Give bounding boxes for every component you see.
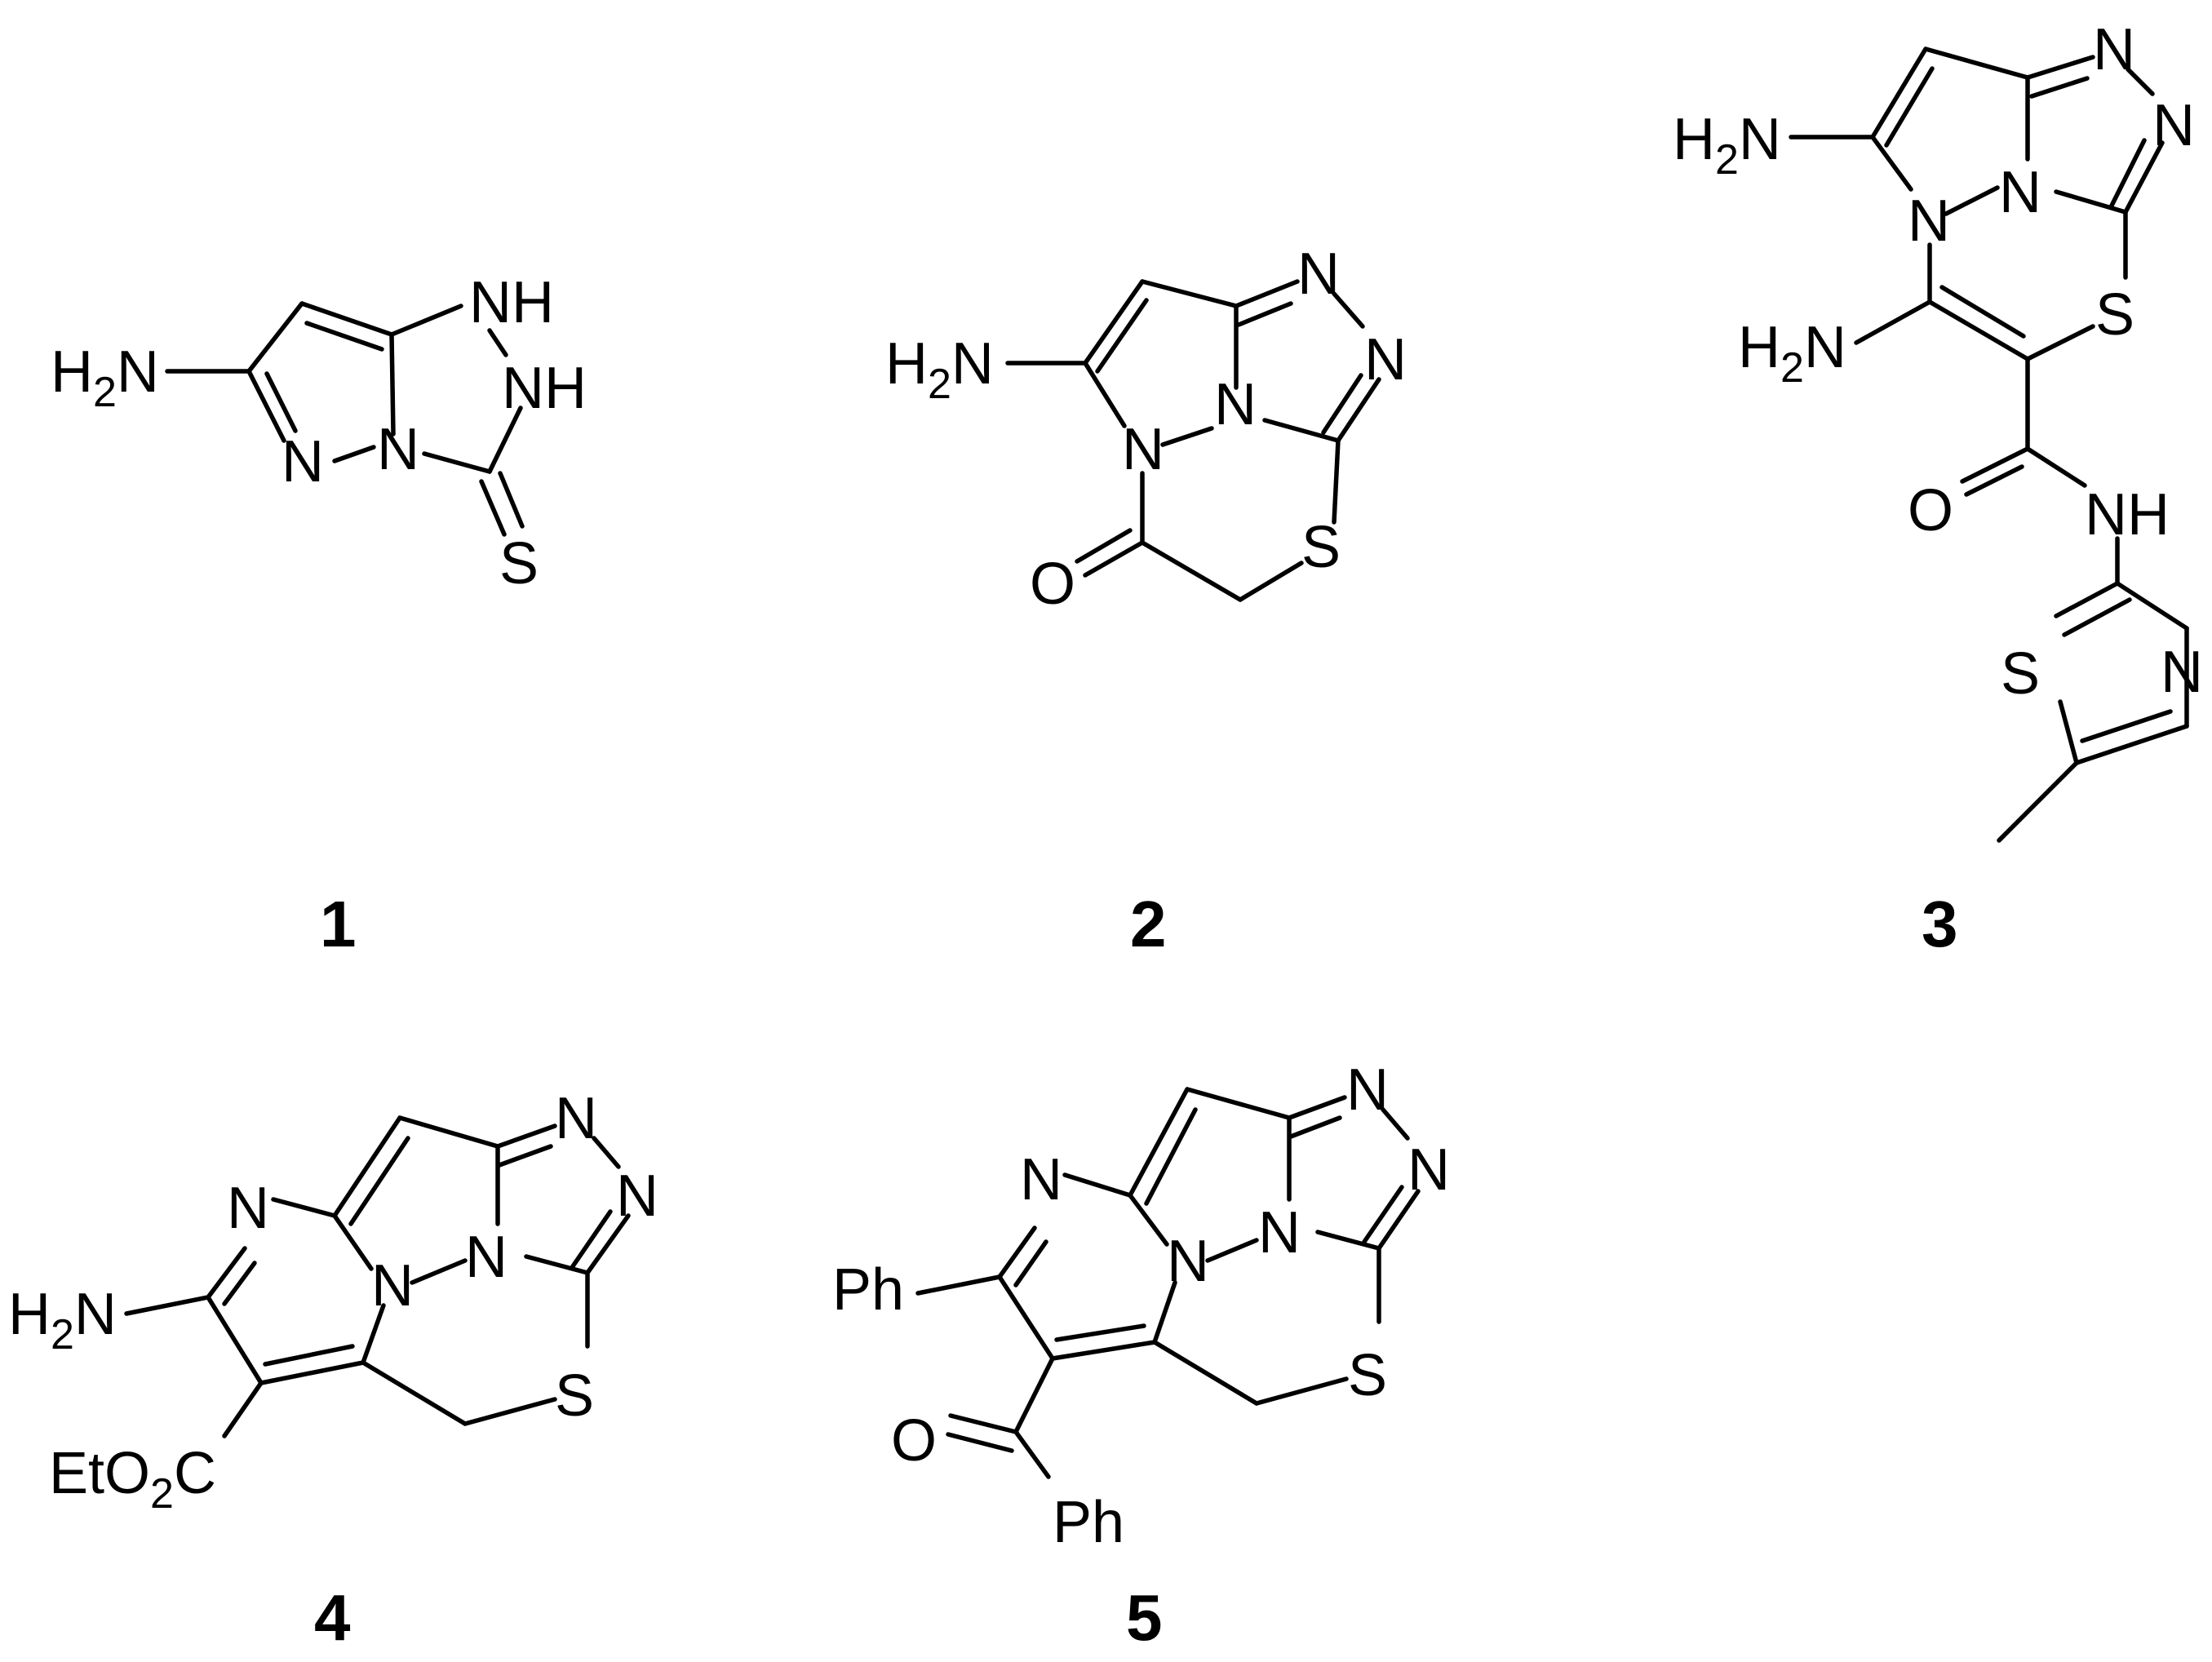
compound-1-nh-upper-label: NH	[469, 270, 554, 335]
compound-5-phenyl-upper-label: Ph	[832, 1257, 904, 1323]
compound-3-thiazole-s-label: S	[2001, 641, 2040, 707]
compound-3-number: 3	[1922, 888, 1958, 960]
compound-3-thiazole-n-label: N	[2161, 640, 2203, 705]
compound-4-n-bridge-label: N	[465, 1225, 508, 1290]
compound-5-bonds	[915, 1087, 1421, 1479]
compound-5-n-triazole-1-label: N	[1346, 1057, 1389, 1123]
compound-4-ester-label: EtO2C	[49, 1441, 216, 1518]
compound-2-n-triazole-2-label: N	[1364, 327, 1407, 392]
compound-5-number: 5	[1126, 1581, 1163, 1654]
compound-2-n-bridge-label: N	[1214, 372, 1257, 437]
compound-5-n-triazole-2-label: N	[1407, 1137, 1450, 1203]
compound-4: H2N EtO2C N N N N N S 4	[8, 1086, 658, 1654]
compound-5-n-bridge-label: N	[1258, 1200, 1301, 1265]
compound-5-s-label: S	[1348, 1343, 1387, 1408]
compound-2-bonds	[1005, 279, 1381, 602]
compound-1-n-bridge-label: N	[377, 417, 419, 482]
compound-4-n-triazole-2-label: N	[616, 1163, 658, 1229]
compound-1-bonds	[165, 301, 525, 537]
compound-1-thione-s-label: S	[499, 531, 539, 596]
compound-1-amine-label: H2N	[51, 339, 159, 416]
compound-5: Ph Ph O N N N N N S 5	[832, 1057, 1450, 1654]
compound-4-n-triazole-1-label: N	[555, 1086, 597, 1151]
compound-3-ring-s-label: S	[2095, 282, 2134, 348]
compound-2-s-label: S	[1301, 515, 1341, 580]
compound-3-amine-upper-label: H2N	[1673, 107, 1781, 184]
compound-2-amine-label: H2N	[885, 331, 994, 408]
compound-4-number: 4	[314, 1581, 351, 1654]
compound-3-n-triazole-1-label: N	[2093, 17, 2135, 82]
compound-5-carbonyl-o-label: O	[891, 1408, 937, 1474]
compound-4-pyrimidine-n-label: N	[227, 1176, 269, 1241]
compound-2-n-triazole-1-label: N	[1297, 242, 1340, 307]
compound-2-n-label: N	[1122, 417, 1164, 482]
compound-4-s-label: S	[555, 1363, 594, 1429]
compound-1-nh-lower-label: NH	[502, 356, 587, 421]
compound-2-carbonyl-o-label: O	[1030, 552, 1075, 617]
compound-3-n-bridge-label: N	[1999, 160, 2041, 225]
compound-3: H2N H2N N N N N S O NH S N 3	[1673, 17, 2203, 960]
compound-5-n-label: N	[1167, 1229, 1209, 1294]
compound-1-number: 1	[320, 888, 357, 960]
compound-3-n-triazole-2-label: N	[2152, 93, 2195, 158]
compound-3-bonds	[1789, 47, 2189, 843]
compound-5-phenyl-lower-label: Ph	[1053, 1490, 1124, 1555]
compound-4-n-label: N	[371, 1253, 414, 1319]
compound-4-amine-label: H2N	[8, 1282, 117, 1358]
compound-4-bonds	[124, 1115, 631, 1438]
compound-1-n-label: N	[281, 429, 324, 494]
compound-5-pyrimidine-n-label: N	[1020, 1147, 1062, 1212]
compound-2-number: 2	[1130, 888, 1167, 960]
compound-3-n-label: N	[1908, 188, 1950, 254]
compound-2: H2N N N N N O S 2	[885, 242, 1407, 960]
compound-3-amide-nh-label: NH	[2085, 482, 2170, 547]
compound-1: H2N NH NH N N S 1	[51, 270, 587, 960]
compound-3-carbonyl-o-label: O	[1908, 478, 1953, 543]
compound-3-amine-lower-label: H2N	[1738, 315, 1846, 392]
